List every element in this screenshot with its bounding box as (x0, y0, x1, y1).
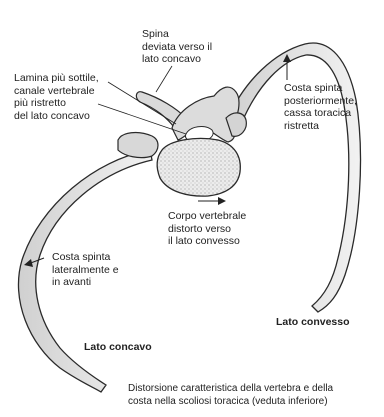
label-corpo-vertebrale: Corpo vertebrale distorto verso il lato … (168, 210, 246, 248)
label-lato-concavo: Lato concavo (84, 341, 152, 354)
arrow-convex-head (218, 197, 226, 205)
label-lato-convesso: Lato convesso (276, 316, 350, 329)
vertebral-body (157, 138, 240, 196)
label-lamina: Lamina più sottile, canale vertebrale pi… (14, 72, 99, 122)
label-costa-posteriore: Costa spinta posteriormente, cassa torac… (284, 82, 357, 132)
label-spina: Spina deviata verso il lato concavo (142, 28, 212, 66)
pointer-spina (156, 66, 172, 92)
figure-caption: Distorsione caratteristica della vertebr… (128, 383, 333, 408)
left-costal-joint (118, 133, 158, 158)
label-costa-laterale: Costa spinta lateralmente e in avanti (52, 251, 119, 289)
